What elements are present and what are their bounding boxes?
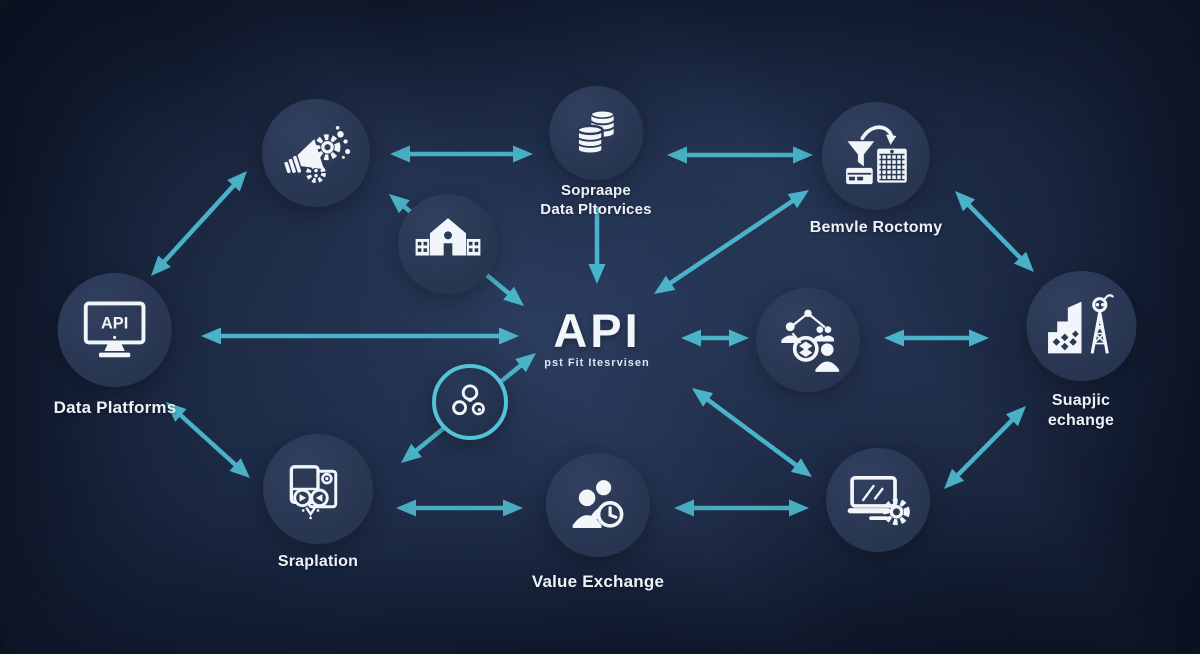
arrowhead-api-bemvle	[787, 190, 809, 209]
building-icon	[415, 218, 481, 256]
arrowhead-data_platforms-api	[201, 327, 221, 345]
node-network	[756, 288, 860, 392]
arrowhead-network-suapjic	[969, 329, 989, 347]
node-bemvle-circle	[822, 102, 930, 210]
arrow-api-laptop	[703, 395, 801, 470]
arrowhead-building-api	[503, 286, 524, 306]
node-laptop	[826, 448, 930, 552]
node-network-circle	[756, 288, 860, 392]
database-stack-icon	[576, 109, 615, 156]
arrowhead-value_exchange-laptop	[674, 499, 694, 517]
node-data-services: Sopraape Data Pltorvices	[540, 86, 651, 220]
node-data-services-label: Sopraape Data Pltorvices	[540, 182, 652, 218]
arrowhead-data_platforms-sraplation	[229, 458, 250, 478]
network-people-icon	[781, 309, 840, 372]
node-suapjic-echange: Suapjic echange	[1022, 271, 1141, 431]
node-bemvle-roctomy: Bemvle Roctomy	[810, 102, 943, 238]
node-data-platforms-circle: API	[58, 273, 172, 387]
arrowhead-data_services-api	[588, 264, 606, 284]
arrowhead-api-sraplation	[515, 353, 536, 373]
arrowhead-building-api	[389, 194, 410, 214]
node-data-platforms-label: Data Platforms	[53, 398, 177, 417]
monitor-screen-text: API	[101, 314, 128, 332]
arrowhead-data_services-bemvle	[667, 146, 687, 164]
node-building-circle	[398, 194, 498, 294]
arrowhead-promotion-data_services	[513, 145, 533, 163]
chart-tower-icon	[1047, 294, 1114, 354]
laptop-gear-icon	[847, 475, 910, 526]
arrowhead-suapjic-laptop	[944, 468, 965, 489]
arrowhead-data_platforms-promotion	[151, 255, 171, 276]
arrow-api-bemvle	[666, 197, 797, 287]
arrowhead-api-sraplation	[401, 443, 422, 463]
megaphone-gears-icon	[284, 126, 351, 184]
arrowhead-promotion-data_services	[390, 145, 410, 163]
node-bemvle-label: Bemvle Roctomy	[809, 219, 943, 236]
arrowhead-bemvle-suapjic	[1013, 251, 1034, 272]
node-building	[398, 194, 498, 294]
node-molecule-circle	[432, 364, 508, 440]
node-data-services-circle	[548, 86, 643, 180]
node-sraplation-label: Sraplation	[277, 553, 359, 570]
arrowhead-api-bemvle	[654, 275, 676, 294]
arrowhead-data_services-bemvle	[793, 146, 813, 164]
api-hub-title: API	[553, 304, 641, 357]
node-sraplation-circle	[263, 434, 373, 544]
node-sraplation: Sraplation	[263, 434, 373, 572]
arrowhead-sraplation-value_exchange	[396, 499, 416, 517]
arrowhead-bemvle-suapjic	[955, 191, 976, 212]
node-value-exchange-label: Value Exchange	[531, 572, 665, 591]
arrow-suapjic-laptop	[953, 415, 1017, 480]
node-laptop-circle	[826, 448, 930, 552]
arrow-data_platforms-promotion	[160, 181, 238, 266]
arrowhead-api-network	[729, 329, 749, 347]
arrowhead-value_exchange-laptop	[789, 499, 809, 517]
node-promotion	[262, 99, 370, 207]
molecule-icon	[452, 384, 485, 416]
arrowhead-data_platforms-api	[499, 327, 519, 345]
api-hub: API pst Fit Itesrvisen	[544, 304, 650, 370]
funnel-table-icon	[846, 125, 908, 185]
arrowhead-data_platforms-sraplation	[166, 402, 187, 422]
node-data-platforms: API Data Platforms	[54, 273, 177, 418]
node-value-exchange-circle	[545, 453, 650, 557]
documents-seals-icon	[289, 465, 338, 520]
node-molecule	[432, 364, 508, 440]
arrowhead-suapjic-laptop	[1005, 406, 1026, 427]
node-value-exchange: Value Exchange	[532, 453, 664, 592]
arrowhead-sraplation-value_exchange	[503, 499, 523, 517]
api-hub-subtitle: pst Fit Itesrvisen	[544, 357, 650, 370]
people-clock-icon	[572, 480, 624, 529]
arrowhead-api-laptop	[790, 458, 812, 477]
arrowhead-api-network	[681, 329, 701, 347]
arrowhead-api-laptop	[692, 388, 714, 407]
node-suapjic-circle	[1026, 271, 1136, 381]
node-promotion-circle	[262, 99, 370, 207]
node-suapjic-label: Suapjic echange	[1047, 392, 1115, 429]
arrowhead-data_platforms-promotion	[227, 171, 247, 192]
arrowhead-network-suapjic	[884, 329, 904, 347]
arrow-data_platforms-sraplation	[176, 411, 240, 469]
arrow-bemvle-suapjic	[964, 200, 1025, 263]
monitor-api-icon: API	[84, 301, 146, 358]
